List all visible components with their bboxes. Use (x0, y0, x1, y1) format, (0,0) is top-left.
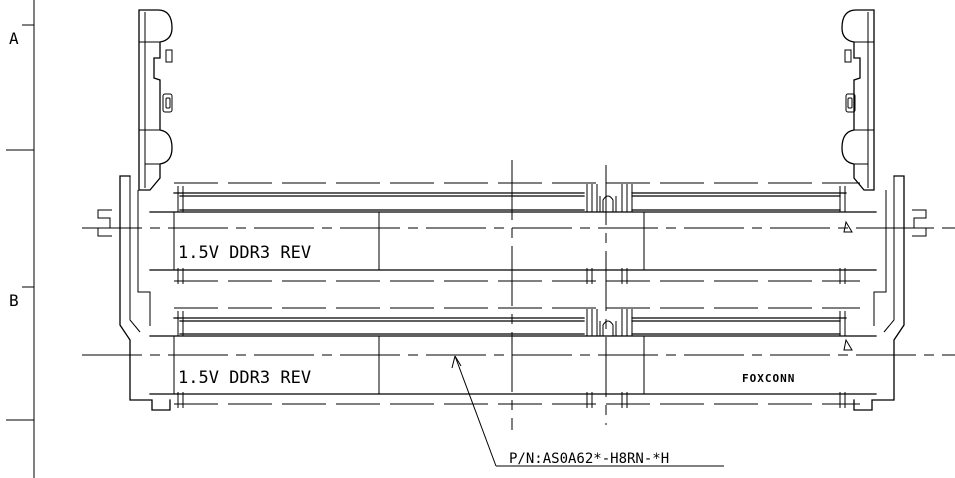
brand-logo: FOXCONN (742, 372, 795, 385)
left-latch (138, 9, 173, 191)
slot-2: 1.5V DDR3 REV (149, 307, 877, 408)
zone-ruler: A B (6, 0, 35, 478)
part-number-label: P/N:AS0A62*-H8RN-*H (509, 451, 669, 467)
connector-housing (97, 175, 927, 411)
slot-1-label: 1.5V DDR3 REV (178, 243, 311, 263)
part-number-callout: P/N:AS0A62*-H8RN-*H (451, 355, 724, 467)
slot-1: 1.5V DDR3 REV (149, 182, 877, 284)
slot-2-label: 1.5V DDR3 REV (178, 368, 311, 388)
right-latch (841, 9, 875, 191)
zone-label-a: A (9, 29, 19, 48)
zone-label-b: B (9, 291, 19, 310)
center-lines (82, 160, 955, 430)
